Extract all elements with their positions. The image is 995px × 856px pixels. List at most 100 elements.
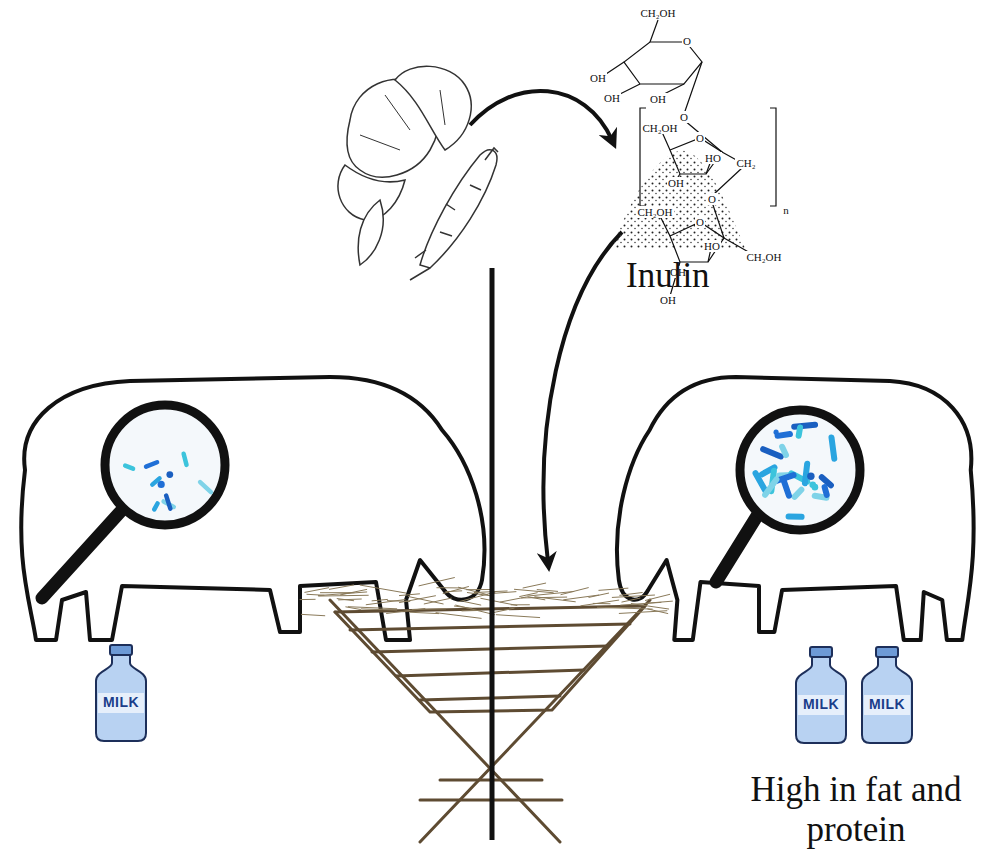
drawing-stroke xyxy=(831,437,834,458)
bottle-outline xyxy=(90,643,152,743)
drawing-stroke xyxy=(514,589,553,592)
drawing-stroke xyxy=(765,479,776,494)
drawing-stroke xyxy=(152,478,159,484)
drawing-stroke xyxy=(807,473,814,480)
drawing-stroke xyxy=(329,585,353,589)
drawing-stroke xyxy=(778,434,790,436)
milk-bottle: MILK xyxy=(790,645,852,745)
drawing-stroke xyxy=(125,454,211,510)
drawing-stroke xyxy=(348,607,396,609)
milk-bottle: MILK xyxy=(90,643,152,743)
drawing-stroke xyxy=(21,377,484,640)
drawing-stroke xyxy=(361,609,397,610)
drawing-stroke xyxy=(300,599,315,600)
drawing-stroke xyxy=(454,606,471,608)
drawing-stroke xyxy=(605,608,652,610)
caption-text: Inulin xyxy=(626,256,710,296)
bottle-label: MILK xyxy=(103,695,139,710)
atom-label: CH₂OH xyxy=(636,206,673,219)
drawing-stroke xyxy=(599,588,628,590)
drawing-stroke xyxy=(523,583,546,588)
drawing-stroke xyxy=(648,609,668,614)
drawing-stroke xyxy=(419,578,454,586)
bottle-band xyxy=(98,693,144,713)
atom-label: HO xyxy=(704,152,722,165)
drawing-stroke xyxy=(184,454,187,465)
drawing-stroke xyxy=(782,447,786,455)
drawing-stroke xyxy=(372,599,387,600)
bottle-label: MILK xyxy=(869,697,905,712)
drawing-stroke xyxy=(464,602,481,605)
drawing-stroke xyxy=(805,464,807,483)
atom-label: OH xyxy=(659,294,677,307)
manger xyxy=(300,578,672,842)
drawing-stroke xyxy=(581,600,619,606)
drawing-stroke xyxy=(603,20,702,114)
drawing-stroke xyxy=(756,425,835,517)
atom-label: O xyxy=(679,111,689,124)
drawing-stroke xyxy=(564,595,599,600)
drawing-stroke xyxy=(561,588,588,595)
bottle-cap xyxy=(810,647,832,657)
atom-label: OH xyxy=(589,72,607,85)
drawing-stroke xyxy=(716,516,757,582)
drawing-stroke xyxy=(366,600,405,605)
drawing-stroke xyxy=(624,42,702,84)
drawing-stroke xyxy=(825,487,827,495)
drawing-stroke xyxy=(125,466,133,469)
drawing-stroke xyxy=(424,598,451,604)
drawing-stroke xyxy=(301,614,324,615)
atom-label: HO xyxy=(703,240,721,253)
bottle-outline xyxy=(856,645,918,745)
drawing-stroke xyxy=(410,612,439,613)
drawing-stroke xyxy=(493,592,516,594)
milk-bottle: MILK xyxy=(856,645,918,745)
bottle-body xyxy=(796,657,846,743)
drawing-stroke xyxy=(467,589,493,590)
drawing-stroke xyxy=(399,594,419,596)
atom-label: CH₂OH xyxy=(745,251,782,264)
drawing-stroke xyxy=(589,593,609,597)
drawing-stroke xyxy=(789,514,802,520)
atom-label: O xyxy=(695,216,705,229)
drawing-stroke xyxy=(640,108,776,206)
drawing-stroke xyxy=(622,598,640,602)
drawing-stroke xyxy=(105,405,225,525)
bottle-band xyxy=(798,695,844,715)
bottle-cap xyxy=(110,645,132,655)
atom-label: OH xyxy=(603,92,621,105)
drawing-stroke xyxy=(528,597,545,600)
bottle-band xyxy=(864,695,910,715)
divider-line xyxy=(490,268,495,840)
bottle-cap xyxy=(876,647,898,657)
drawing-stroke xyxy=(621,602,661,605)
drawing-stroke xyxy=(300,578,672,619)
drawing-stroke xyxy=(307,594,324,596)
drawing-stroke xyxy=(774,430,779,435)
drawing-stroke xyxy=(200,482,211,492)
drawing-stroke xyxy=(822,477,831,485)
process-arrow xyxy=(470,91,612,140)
drawing-stroke xyxy=(436,613,481,619)
bottle-body xyxy=(862,657,912,743)
drawing-stroke xyxy=(620,593,642,596)
drawing-stroke xyxy=(795,490,802,497)
bottle-body xyxy=(96,655,146,741)
atom-label: OH xyxy=(667,177,685,190)
drawing-stroke xyxy=(166,471,173,478)
drawing-stroke xyxy=(740,410,860,530)
atom-label: CH₂OH xyxy=(639,7,676,20)
drawing-stroke xyxy=(511,604,529,605)
magnifier xyxy=(42,405,860,598)
drawing-stroke xyxy=(777,475,793,480)
drawing-stroke xyxy=(496,615,539,618)
drawing-stroke xyxy=(612,595,654,597)
drawing-stroke xyxy=(783,479,789,496)
drawing-stroke xyxy=(395,66,471,150)
drawing-stroke xyxy=(305,588,329,593)
drawing-stroke xyxy=(410,148,498,280)
atom-label: CH₂ xyxy=(735,157,756,170)
atom-label: O xyxy=(695,132,705,145)
drawing-stroke xyxy=(358,200,383,265)
atom-label: O xyxy=(707,193,717,206)
